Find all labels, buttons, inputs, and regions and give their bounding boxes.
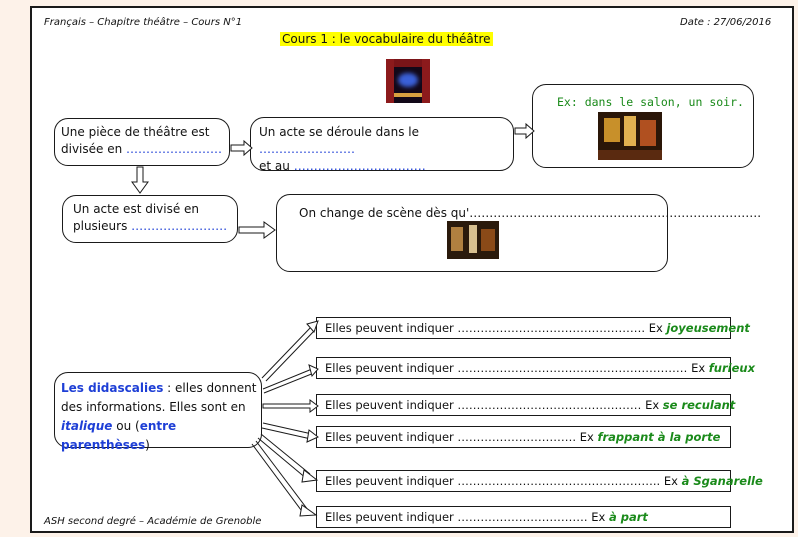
- didascalies-arrows: [251, 320, 319, 517]
- indication-box-1: Elles peuvent indiquer ………………………………………….…: [316, 317, 750, 339]
- indication-box-2: Elles peuvent indiquer ………………………………………………: [316, 357, 755, 379]
- example-word: à part: [608, 510, 648, 524]
- parentheses-word: entre parenthèses: [61, 419, 177, 452]
- box-didascalies: Les didascalies : elles donnent des info…: [54, 372, 262, 452]
- box-acte-deroule-line1: Un acte se déroule dans le ……………………: [259, 125, 420, 156]
- didascalies-line3: italique ou (entre parenthèses): [61, 419, 177, 452]
- answer-blank[interactable]: ……………………………: [293, 159, 426, 173]
- header-course: Français – Chapitre théâtre – Cours N°1: [44, 17, 243, 28]
- answer-blank[interactable]: ……………………………………………………: [457, 361, 688, 375]
- indication-box-3: Elles peuvent indiquer ………………………………………… …: [316, 394, 735, 416]
- box-acte-divise-line2: plusieurs ……………………: [73, 219, 228, 233]
- answer-blank[interactable]: ……………………: [126, 142, 223, 156]
- indication-box-6: Elles peuvent indiquer ……………………………. Ex à…: [316, 506, 731, 528]
- didascalies-term: Les didascalies: [61, 381, 164, 395]
- didascalies-line2: des informations. Elles sont en: [61, 400, 246, 414]
- page-title: Cours 1 : le vocabulaire du théâtre: [280, 32, 493, 46]
- indication-box-4: Elles peuvent indiquer …………………………. Ex fr…: [316, 426, 731, 448]
- scene-change-image: [447, 221, 499, 259]
- box-acte-deroule-line2: et au ……………………………: [259, 159, 426, 173]
- example-word: joyeusement: [666, 321, 750, 335]
- answer-blank[interactable]: ……………………………………………..: [457, 474, 661, 488]
- answer-blank[interactable]: ……………………: [131, 219, 228, 233]
- box-piece-line1: Une pièce de théâtre est: [61, 125, 210, 139]
- header-date: Date : 27/06/2016: [680, 17, 772, 28]
- example-word: se reculant: [662, 398, 736, 412]
- answer-blank[interactable]: …………………………….: [457, 510, 588, 524]
- didascalies-line1: Les didascalies : elles donnent: [61, 381, 257, 395]
- theatre-stage-image: [386, 59, 430, 103]
- scene-text: On change de scène dès qu'………………………………………: [299, 206, 762, 220]
- salon-scene-image: [598, 112, 662, 160]
- answer-blank[interactable]: ……………………: [259, 142, 355, 156]
- box-acte-divise-line1: Un acte est divisé en: [73, 202, 200, 216]
- footer-source: ASH second degré – Académie de Grenoble: [44, 516, 262, 527]
- box-piece-line2: divisée en ……………………: [61, 142, 223, 156]
- box-acte-deroule: Un acte se déroule dans le …………………… et a…: [250, 117, 514, 173]
- box-piece-divisee: Une pièce de théâtre est divisée en ……………: [54, 118, 230, 166]
- example-word: à Sganarelle: [681, 474, 763, 488]
- italique-word: italique: [61, 419, 113, 433]
- box-exemple-lieu: Ex: dans le salon, un soir.: [532, 84, 754, 168]
- block-arrows: [131, 122, 535, 239]
- example-text: Ex: dans le salon, un soir.: [557, 95, 744, 109]
- answer-blank[interactable]: ………………………………………….: [457, 321, 646, 335]
- answer-blank[interactable]: ………………………….: [457, 430, 577, 444]
- box-changement-scene: On change de scène dès qu'………………………………………: [276, 194, 761, 272]
- box-acte-divise: Un acte est divisé en plusieurs ……………………: [62, 195, 238, 243]
- answer-blank[interactable]: …………………………………………: [457, 398, 642, 412]
- answer-blank[interactable]: ……………………………………………………………….: [469, 206, 762, 220]
- indication-box-5: Elles peuvent indiquer ………………………………………………: [316, 470, 763, 492]
- example-word: frappant à la porte: [597, 430, 721, 444]
- example-word: furieux: [708, 361, 756, 375]
